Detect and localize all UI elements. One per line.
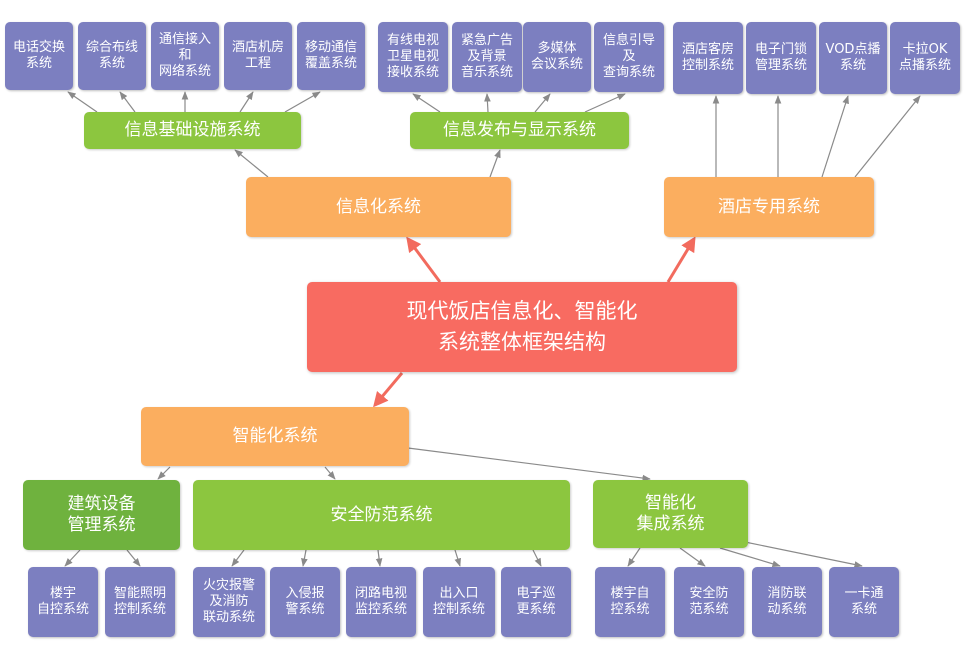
link-security-leaf-2	[301, 549, 308, 567]
leaf-access-control: 出入口 控制系统	[423, 567, 495, 637]
leaf-door-lock: 电子门锁 管理系统	[746, 22, 816, 94]
arrow-root-info	[406, 236, 442, 283]
leaf-multimedia-meeting: 多媒体 会议系统	[523, 22, 591, 92]
link-smart-security	[324, 466, 336, 480]
leaf-int-security: 安全防 范系统	[674, 567, 744, 637]
arrow-root-hotel	[666, 236, 696, 283]
link-hotel-leaf-3	[821, 95, 849, 178]
link-infra-leaf-2	[119, 91, 136, 113]
leaf-building-auto: 楼宇 自控系统	[28, 567, 98, 637]
link-integration-leaf-4	[744, 541, 863, 568]
leaf-int-building-auto: 楼宇自 控系统	[595, 567, 665, 637]
link-security-leaf-5	[532, 549, 542, 567]
link-info-publish	[489, 149, 501, 178]
leaf-broadcast-music: 紧急广告 及背景 音乐系统	[452, 22, 522, 92]
node-hotel-system: 酒店专用系统	[664, 177, 874, 237]
leaf-phone-exchange: 电话交换 系统	[5, 22, 73, 90]
leaf-cctv: 闭路电视 监控系统	[346, 567, 416, 637]
link-integration-leaf-1	[627, 547, 641, 567]
link-publish-leaf-2	[484, 93, 491, 113]
link-security-leaf-3	[375, 549, 383, 567]
leaf-vod: VOD点播 系统	[819, 22, 887, 94]
link-publish-leaf-4	[584, 93, 626, 113]
leaf-smart-lighting: 智能照明 控制系统	[105, 567, 175, 637]
link-publish-leaf-1	[412, 93, 441, 113]
leaf-patrol: 电子巡 更系统	[501, 567, 571, 637]
leaf-karaoke: 卡拉OK 点播系统	[890, 22, 960, 94]
link-integration-leaf-3	[719, 547, 781, 568]
node-infra-system: 信息基础设施系统	[84, 112, 301, 149]
node-building-system: 建筑设备 管理系统	[23, 480, 180, 550]
link-infra-leaf-4	[239, 91, 254, 113]
node-smart-system: 智能化系统	[141, 407, 409, 466]
leaf-cabling: 综合布线 系统	[78, 22, 146, 90]
link-smart-building	[157, 466, 171, 480]
link-infra-leaf-1	[67, 91, 98, 113]
leaf-mobile-coverage: 移动通信 覆盖系统	[297, 22, 365, 90]
link-integration-leaf-2	[679, 547, 706, 567]
node-integration-system: 智能化 集成系统	[593, 480, 748, 548]
link-infra-leaf-5	[284, 91, 321, 113]
link-building-leaf-2	[126, 549, 141, 567]
leaf-fire-alarm: 火灾报警 及消防 联动系统	[193, 567, 265, 637]
node-info-system: 信息化系统	[246, 177, 511, 237]
node-security-system: 安全防范系统	[193, 480, 570, 550]
link-security-leaf-1	[231, 549, 245, 567]
leaf-network-access: 通信接入 和 网络系统	[151, 22, 219, 90]
leaf-info-guide: 信息引导 及 查询系统	[594, 22, 664, 92]
arrow-root-smart	[373, 372, 404, 408]
root-node: 现代饭店信息化、智能化 系统整体框架结构	[307, 282, 737, 372]
leaf-int-smart-card: 一卡通 系统	[829, 567, 899, 637]
link-info-infra	[234, 149, 269, 178]
link-hotel-leaf-4	[854, 95, 921, 178]
link-smart-integration	[407, 447, 651, 482]
leaf-room-control: 酒店客房 控制系统	[673, 22, 743, 94]
link-publish-leaf-3	[534, 93, 551, 113]
node-publish-system: 信息发布与显示系统	[410, 112, 629, 149]
link-security-leaf-4	[454, 549, 461, 567]
leaf-cable-tv: 有线电视 卫星电视 接收系统	[378, 22, 448, 92]
leaf-machine-room: 酒店机房 工程	[224, 22, 292, 90]
leaf-intrusion-alarm: 入侵报 警系统	[270, 567, 340, 637]
leaf-int-fire-linkage: 消防联 动系统	[752, 567, 822, 637]
link-building-leaf-1	[64, 549, 81, 567]
